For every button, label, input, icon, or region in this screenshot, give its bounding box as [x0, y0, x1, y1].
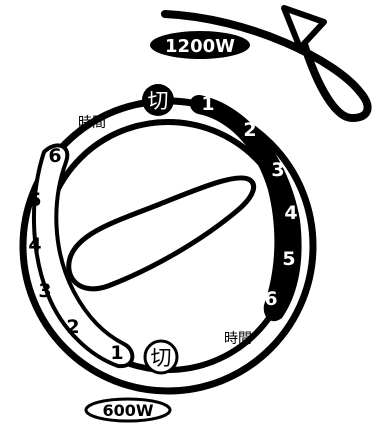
high-scale-4: 4	[284, 202, 297, 224]
high-scale-1: 1	[201, 93, 214, 115]
low-scale-4: 4	[28, 234, 41, 256]
low-off-label: 切	[151, 346, 172, 370]
high-off-marker: 切	[142, 84, 174, 116]
low-scale-3: 3	[38, 280, 51, 302]
watt-badge-high: 1200W	[150, 31, 250, 59]
high-off-label: 切	[148, 89, 169, 113]
low-off-marker: 切	[145, 341, 177, 373]
watt-badge-low: 600W	[86, 399, 170, 421]
high-scale-3: 3	[271, 159, 284, 181]
low-scale-1: 1	[110, 342, 123, 364]
watt-label-low: 600W	[102, 401, 153, 420]
high-scale-6: 6	[264, 288, 277, 310]
high-scale-2: 2	[243, 119, 256, 141]
watt-label-high: 1200W	[165, 36, 235, 57]
low-scale-2: 2	[66, 316, 79, 338]
high-scale-5: 5	[282, 248, 295, 270]
high-hour-label: 時間	[224, 331, 252, 347]
low-hour-label: 時間	[78, 115, 106, 131]
low-scale-6: 6	[48, 145, 61, 167]
low-scale-5: 5	[28, 189, 41, 211]
